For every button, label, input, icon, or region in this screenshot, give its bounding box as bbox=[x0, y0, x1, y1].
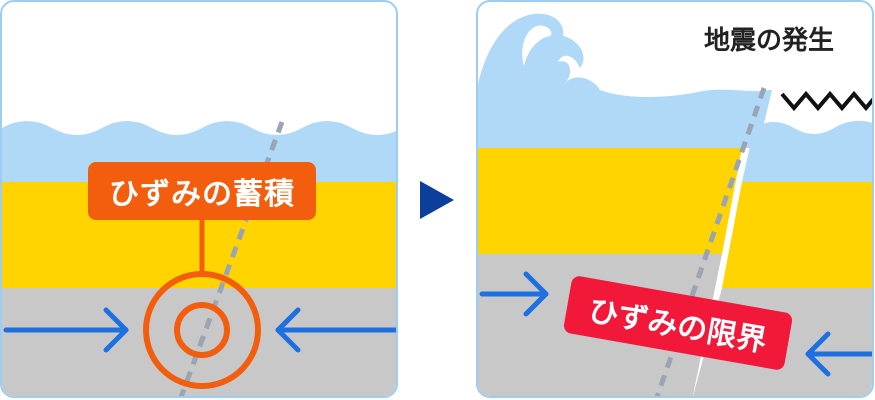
before-earthquake-panel: ひずみの蓄積 bbox=[0, 0, 398, 398]
sea-water-right bbox=[742, 120, 872, 182]
play-arrow-icon bbox=[420, 181, 454, 219]
earthquake-panel: 地震の発生 ひずみの限界 bbox=[476, 0, 874, 398]
zigzag-vibration-icon bbox=[780, 90, 872, 112]
compression-arrow-left-icon bbox=[275, 307, 396, 353]
compression-arrow-right-icon bbox=[3, 307, 129, 353]
target-ring-icon bbox=[143, 271, 261, 389]
tsunami-wave bbox=[478, 13, 772, 148]
strain-accumulation-label: ひずみの蓄積 bbox=[88, 162, 316, 220]
sunken-sediment-layer bbox=[722, 182, 872, 288]
uplifted-sediment-layer bbox=[478, 148, 742, 254]
compression-arrow-right-icon bbox=[479, 271, 549, 317]
compression-arrow-left-icon bbox=[805, 331, 872, 377]
earthquake-title: 地震の発生 bbox=[704, 26, 835, 56]
